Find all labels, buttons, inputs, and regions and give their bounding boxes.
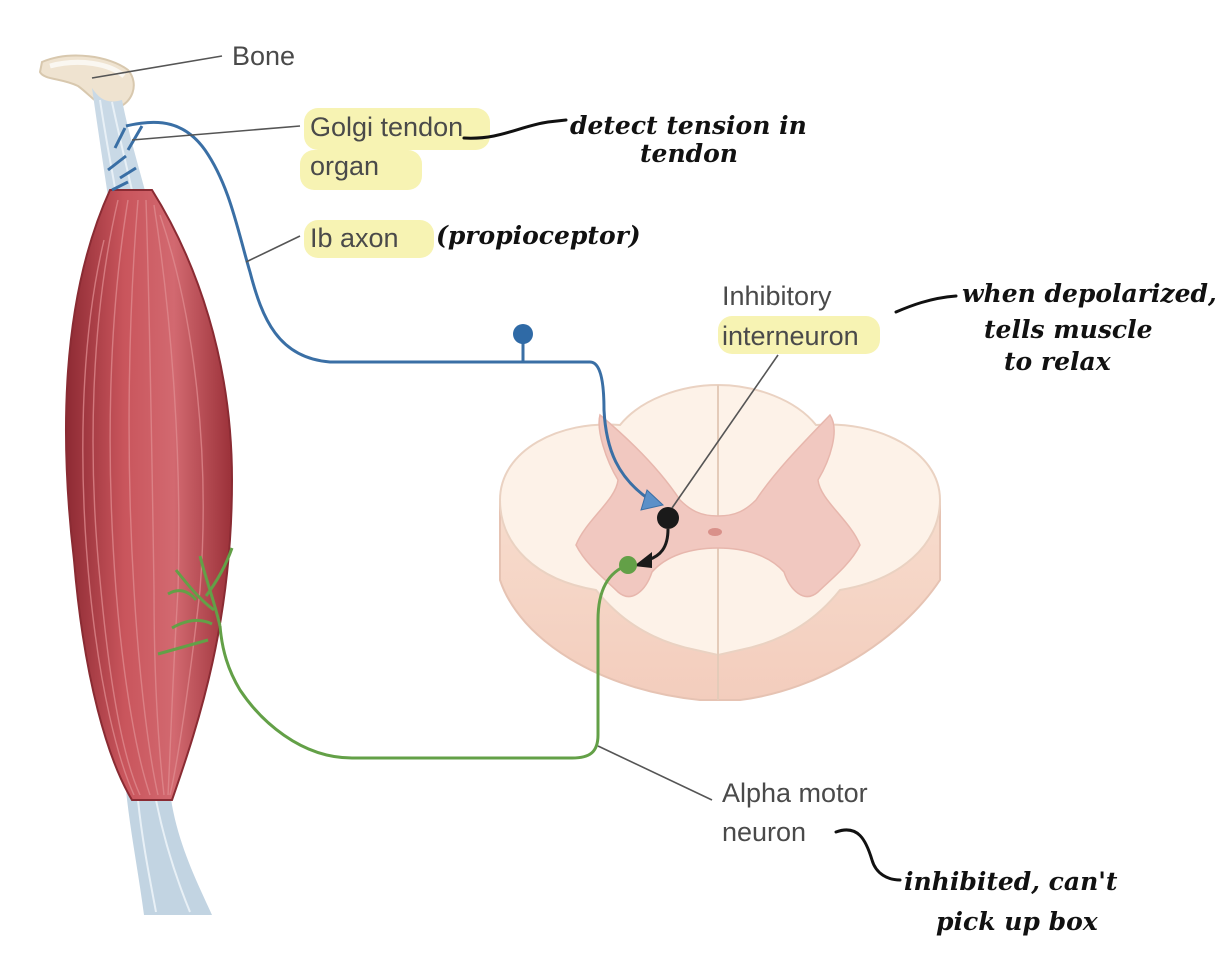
leader-ib-axon <box>245 235 301 263</box>
ib-axon <box>107 120 651 502</box>
alpha-motor-neuron <box>157 547 629 760</box>
label-ib-axon: Ib axon <box>310 223 399 253</box>
spinal-cord <box>498 383 942 701</box>
label-neuron: neuron <box>722 817 806 847</box>
central-canal <box>708 528 722 536</box>
leader-golgi <box>131 125 301 141</box>
handwritten-connectors <box>462 118 958 882</box>
alpha-motor-neuron-soma <box>619 556 637 574</box>
lower-tendon <box>126 790 212 915</box>
leader-interneuron <box>671 354 779 509</box>
note-golgi-line2: tendon <box>640 139 738 168</box>
note-alpha-line1: inhibited, can't <box>904 867 1118 896</box>
note-golgi-line1: detect tension in <box>570 111 807 140</box>
gray-matter <box>575 413 861 598</box>
label-bone: Bone <box>232 41 295 71</box>
ink-connector-golgi <box>462 118 568 140</box>
ib-axon-terminal <box>640 489 665 511</box>
muscle <box>64 189 234 801</box>
note-ib-axon: (propioceptor) <box>436 221 641 250</box>
leader-bone <box>91 55 223 79</box>
ink-connector-alpha <box>834 828 902 882</box>
note-alpha-line2: pick up box <box>936 907 1099 936</box>
note-inhib-line1: when depolarized, <box>962 279 1217 308</box>
leader-lines <box>91 55 779 801</box>
leader-alpha <box>597 745 713 801</box>
ink-connector-interneuron <box>894 294 958 314</box>
note-inhib-line3: to relax <box>1004 347 1112 376</box>
label-inhibitory: Inhibitory <box>722 281 832 311</box>
label-alpha-motor: Alpha motor <box>722 778 868 808</box>
ib-axon-collateral-terminal <box>513 324 533 344</box>
label-interneuron: interneuron <box>722 321 859 351</box>
label-golgi-tendon: Golgi tendon <box>310 112 463 142</box>
highlights <box>300 108 880 354</box>
note-inhib-line2: tells muscle <box>984 315 1153 344</box>
label-golgi-organ: organ <box>310 151 379 181</box>
interneuron <box>634 507 679 568</box>
bone <box>38 54 135 110</box>
